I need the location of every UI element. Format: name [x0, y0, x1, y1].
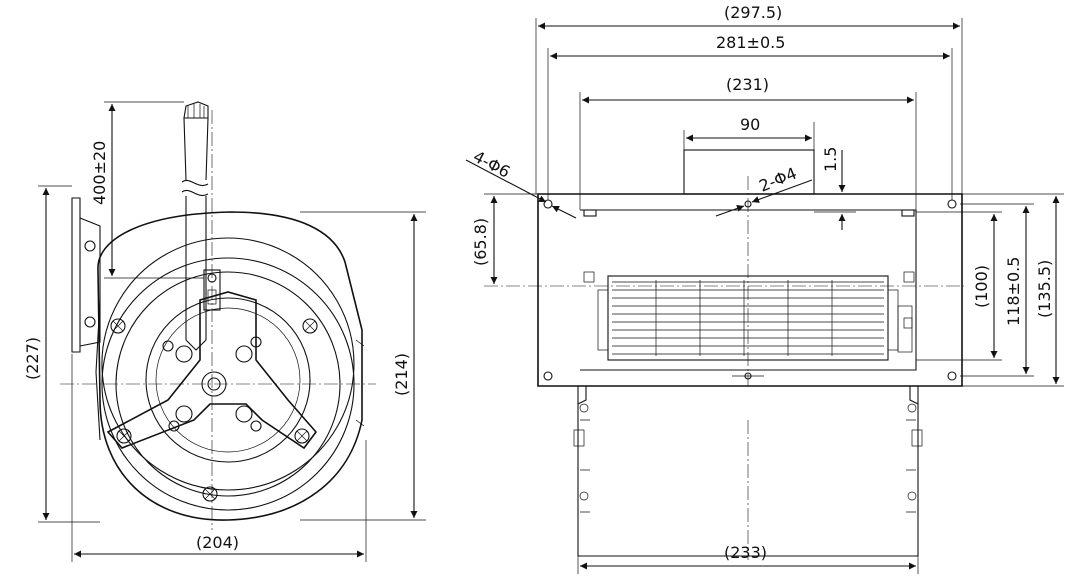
side-view: 400±20 (227) (214) (204)	[23, 101, 426, 562]
dim-hole-spacing: 281±0.5	[547, 33, 953, 200]
impeller	[597, 275, 913, 361]
dim-housing-width: (231)	[579, 75, 917, 210]
offset-top-label: 1.5	[821, 147, 840, 172]
outlet-height-label: (100)	[972, 265, 991, 308]
total-height-label: (135.5)	[1035, 260, 1054, 318]
dim-center-offset: (65.8)	[471, 193, 538, 284]
screw-icon	[110, 318, 126, 334]
screw-icon	[302, 318, 318, 334]
dim-outlet-height: (100)	[916, 211, 1002, 361]
mount-holes-label: 4-Φ6	[470, 147, 513, 182]
small-holes-label: 2-Φ4	[756, 164, 799, 196]
callout-mount-holes: 4-Φ6	[465, 147, 577, 219]
housing-width-label: (231)	[726, 75, 769, 94]
height-overall-label: (227)	[23, 337, 42, 380]
front-view: (297.5) 281±0.5 (231) 90	[465, 3, 1064, 574]
dim-height-housing: (214)	[300, 211, 426, 521]
dim-height-overall: (227)	[23, 185, 100, 523]
dim-outlet-width: 90	[683, 115, 815, 150]
base-width-label: (233)	[724, 543, 767, 562]
hole-spacing-vertical-label: 118±0.5	[1004, 257, 1023, 326]
dim-base-width: (233)	[577, 543, 919, 574]
blower-housing	[95, 211, 365, 521]
dim-cable-length: 400±20	[90, 101, 204, 279]
dim-offset-top: 1.5	[814, 147, 856, 230]
dim-total-width: (297.5)	[535, 3, 963, 194]
outlet-width-label: 90	[740, 115, 760, 134]
width-label: (204)	[196, 533, 239, 552]
outlet-flange	[683, 149, 815, 195]
total-width-label: (297.5)	[724, 3, 782, 22]
dim-total-height: (135.5)	[962, 193, 1064, 387]
dim-hole-spacing-vertical: 118±0.5	[960, 203, 1034, 377]
screw-icon	[116, 428, 132, 444]
screw-icon	[202, 486, 218, 502]
mounting-flange	[71, 197, 101, 353]
center-offset-label: (65.8)	[471, 218, 490, 266]
callout-small-holes: 2-Φ4	[715, 164, 813, 217]
height-housing-label: (214)	[392, 353, 411, 396]
power-cable	[181, 101, 221, 351]
housing-screws	[110, 318, 318, 502]
screw-icon	[294, 428, 310, 444]
hole-spacing-label: 281±0.5	[716, 33, 785, 52]
cable-length-label: 400±20	[90, 141, 109, 205]
dim-width: (204)	[71, 354, 367, 562]
